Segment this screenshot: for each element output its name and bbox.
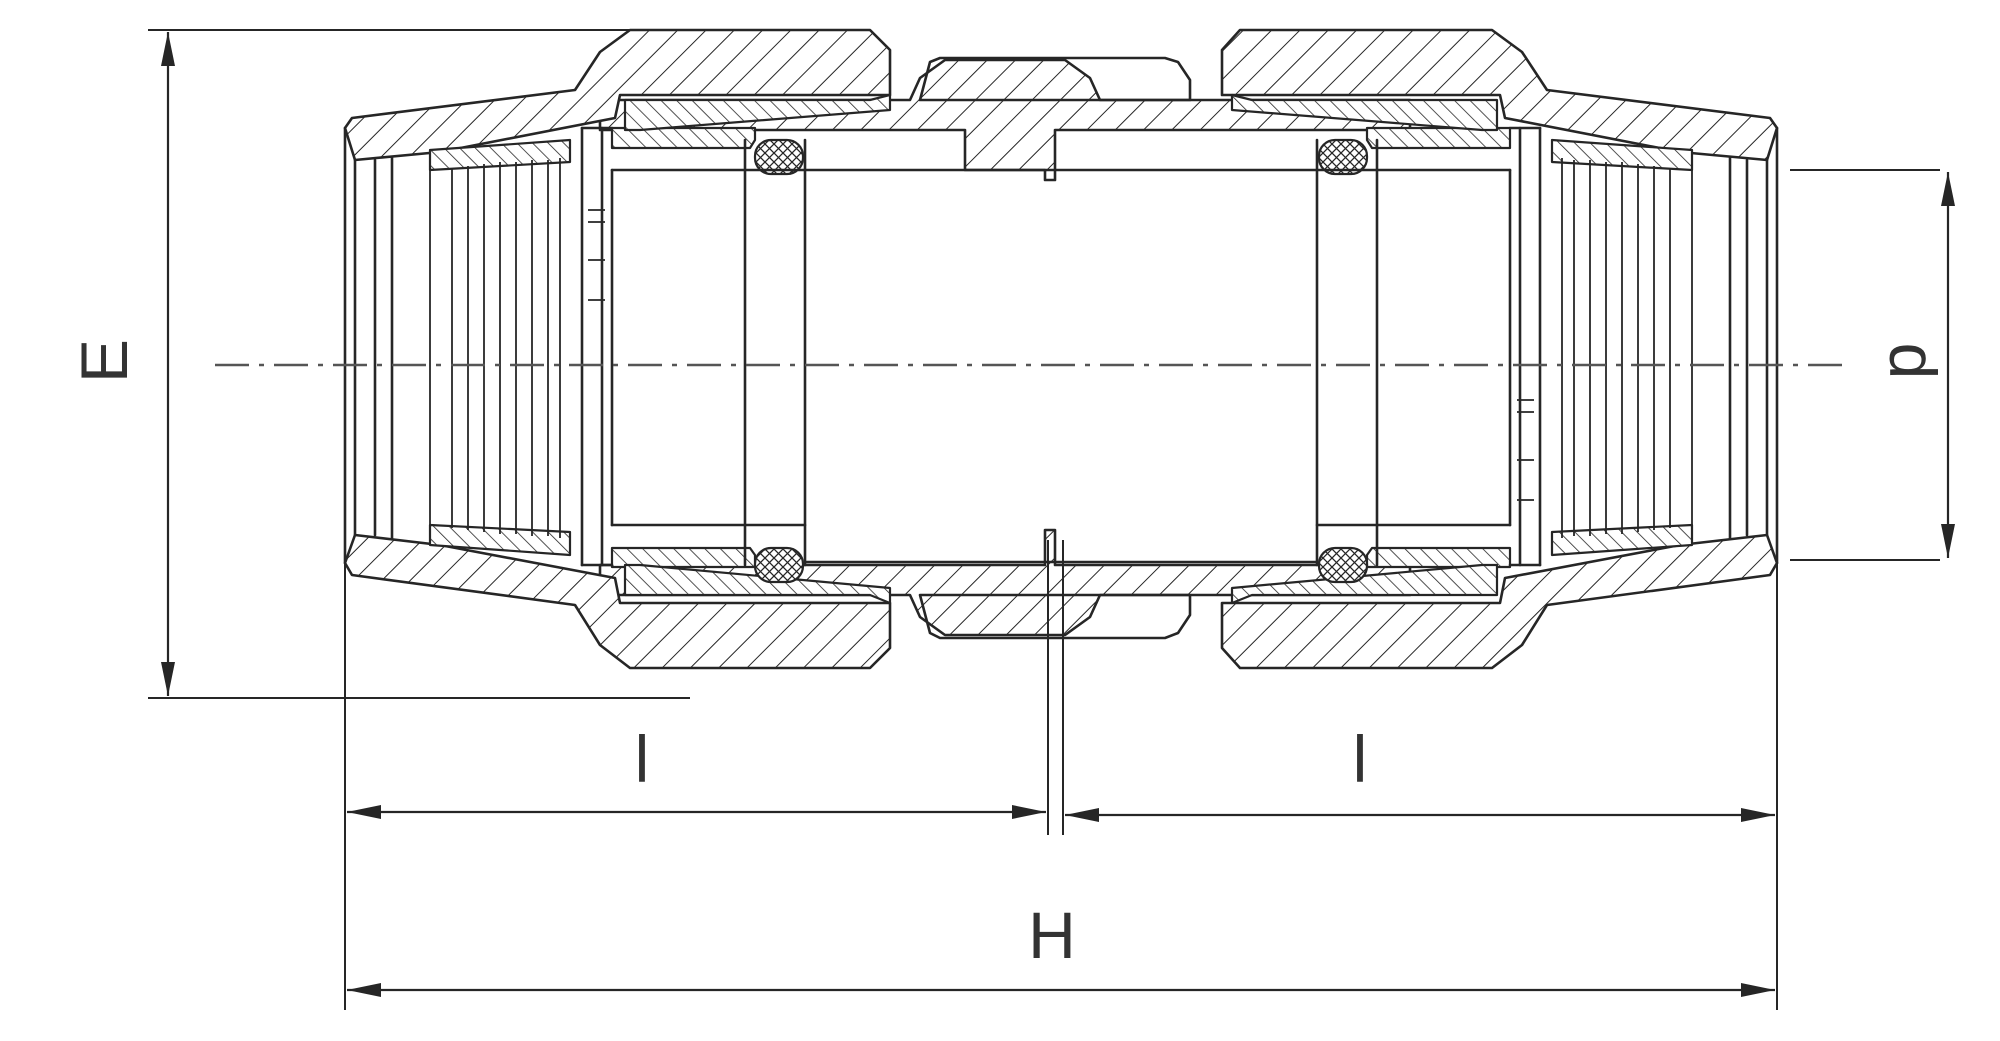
dimension-label-l-right: l xyxy=(1353,722,1368,796)
dimension-label-d: d xyxy=(1876,343,1950,380)
dimension-label-H: H xyxy=(1028,898,1076,972)
body-rib-top xyxy=(918,56,1192,102)
dimension-label-l-left: l xyxy=(635,722,650,796)
dimension-l-right: l xyxy=(1065,722,1775,822)
dimension-E: E xyxy=(67,29,870,699)
body-rib-bottom xyxy=(918,593,1192,640)
right-o-ring xyxy=(1315,138,1512,584)
right-clamp-sleeve xyxy=(1230,93,1542,605)
left-clamp-sleeve xyxy=(580,93,892,605)
right-union-nut xyxy=(1220,28,1779,670)
dimension-d: d xyxy=(1790,169,1955,561)
left-grip-ring xyxy=(428,138,572,557)
dimension-label-E: E xyxy=(67,339,141,383)
dimension-H: H xyxy=(347,898,1775,997)
right-grip-ring xyxy=(1550,138,1694,557)
left-o-ring xyxy=(610,138,807,584)
left-union-nut xyxy=(343,28,892,670)
dimension-l-left: l xyxy=(347,722,1046,819)
